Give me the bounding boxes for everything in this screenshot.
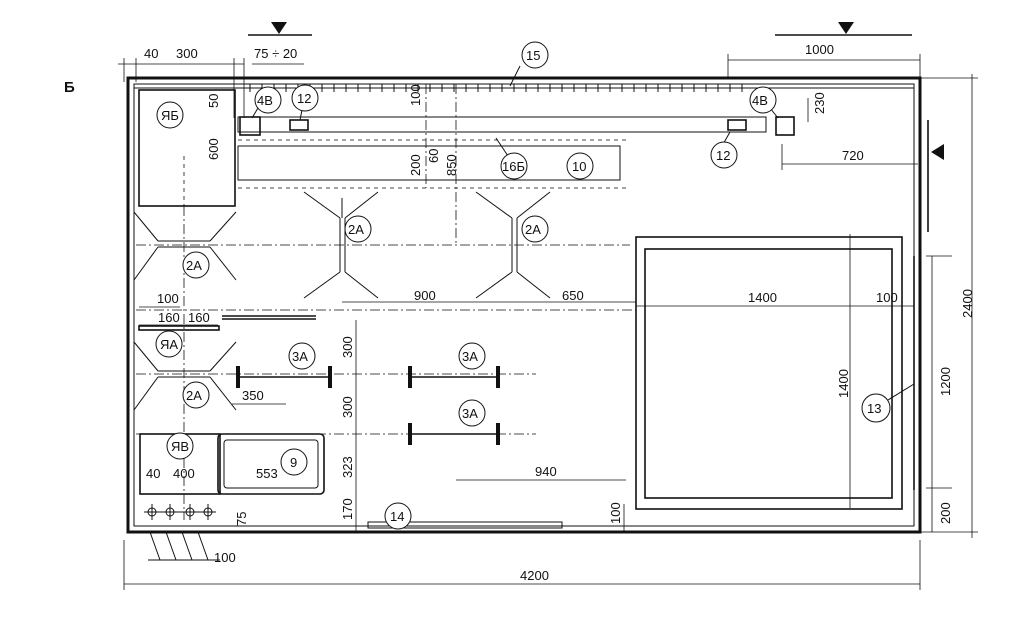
label-2a-3: 2А bbox=[186, 258, 202, 273]
callout-16b: 16Б bbox=[495, 137, 528, 180]
section-marker-top-right bbox=[775, 22, 912, 36]
table-9-outer bbox=[217, 433, 325, 495]
dim-100-bot: 100 bbox=[608, 502, 623, 524]
rack-yab bbox=[138, 89, 236, 207]
label-13: 13 bbox=[867, 401, 881, 416]
inner-wall-line bbox=[133, 83, 915, 527]
dim-100-top: 100 bbox=[408, 84, 423, 106]
fixture-12-right bbox=[727, 119, 747, 131]
stand-3a-2 bbox=[408, 366, 500, 388]
dim-650: 650 bbox=[562, 288, 584, 303]
light-track-lower bbox=[237, 145, 621, 181]
dim-323: 323 bbox=[340, 456, 355, 478]
callout-12-left: 12 bbox=[291, 84, 319, 121]
dim-553: 553 bbox=[256, 466, 278, 481]
stand-3a-1 bbox=[236, 366, 332, 388]
dim-75: 75 bbox=[234, 512, 249, 526]
callout-4v-right: 4В bbox=[749, 86, 779, 119]
dim-60: 60 bbox=[426, 149, 441, 163]
section-marker-top-left bbox=[248, 22, 312, 36]
label-2a-2: 2А bbox=[525, 222, 541, 237]
label-2a-1: 2А bbox=[348, 222, 364, 237]
label-2a-4: 2А bbox=[186, 388, 202, 403]
svg-text:15: 15 bbox=[526, 48, 540, 63]
label-3a-3: 3А bbox=[462, 406, 478, 421]
svg-text:12: 12 bbox=[297, 91, 311, 106]
backdrop-inner bbox=[644, 248, 893, 499]
dim-1200: 1200 bbox=[938, 367, 953, 396]
outer-wall bbox=[126, 76, 922, 534]
svg-text:4В: 4В bbox=[257, 93, 273, 108]
section-marker-right bbox=[927, 120, 944, 232]
dim-200-r: 200 bbox=[938, 502, 953, 524]
label-9: 9 bbox=[290, 455, 297, 470]
dim-720: 720 bbox=[842, 148, 864, 163]
socket-row bbox=[144, 504, 220, 561]
dim-850: 850 bbox=[444, 154, 459, 176]
dim-top-1000: 1000 bbox=[805, 42, 834, 57]
svg-text:12: 12 bbox=[716, 148, 730, 163]
dim-40-b: 40 bbox=[146, 466, 160, 481]
dim-400: 400 bbox=[173, 466, 195, 481]
dim-300-b: 300 bbox=[340, 396, 355, 418]
dim-100-b2: 100 bbox=[214, 550, 236, 565]
tripod-2a-4 bbox=[133, 341, 237, 411]
floor-rail-14 bbox=[367, 521, 563, 529]
label-3a-2: 3А bbox=[462, 349, 478, 364]
tripod-2a-3 bbox=[133, 211, 237, 281]
callout-15: 15 bbox=[509, 41, 549, 87]
svg-text:10: 10 bbox=[572, 159, 586, 174]
svg-text:16Б: 16Б bbox=[502, 159, 525, 174]
dim-230: 230 bbox=[812, 92, 827, 114]
fixture-12-left bbox=[289, 119, 309, 131]
dim-350: 350 bbox=[242, 388, 264, 403]
spotlight-4v-right bbox=[775, 116, 795, 136]
dim-1400-h: 1400 bbox=[748, 290, 777, 305]
dim-300-a: 300 bbox=[340, 336, 355, 358]
stand-3a-3 bbox=[408, 423, 500, 445]
callout-12-right: 12 bbox=[710, 131, 738, 169]
dim-4200: 4200 bbox=[520, 568, 549, 583]
label-14: 14 bbox=[390, 509, 404, 524]
callout-4v-left: 4В bbox=[251, 86, 282, 119]
dim-top-75-20: 75 ÷ 20 bbox=[254, 46, 297, 61]
dim-160-b: 160 bbox=[188, 310, 210, 325]
dim-top-300: 300 bbox=[176, 46, 198, 61]
dim-160-a: 160 bbox=[158, 310, 180, 325]
backdrop-outer bbox=[635, 236, 903, 510]
dim-top-40: 40 bbox=[144, 46, 158, 61]
dim-200: 200 bbox=[408, 154, 423, 176]
section-letter: Б bbox=[64, 79, 75, 96]
callout-10: 10 bbox=[566, 152, 594, 180]
dim-100-r: 100 bbox=[876, 290, 898, 305]
cable-run bbox=[222, 315, 316, 320]
label-yab: ЯБ bbox=[161, 108, 179, 123]
dim-50: 50 bbox=[206, 94, 221, 108]
label-ya: ЯА bbox=[160, 337, 178, 352]
label-yav: ЯВ bbox=[171, 439, 189, 454]
dim-2400: 2400 bbox=[960, 289, 975, 318]
dim-600: 600 bbox=[206, 138, 221, 160]
light-track-16b bbox=[237, 116, 767, 133]
table-9-inner bbox=[223, 439, 319, 489]
dim-1400-v: 1400 bbox=[836, 369, 851, 398]
dim-940: 940 bbox=[535, 464, 557, 479]
rack-ya bbox=[138, 325, 220, 331]
dim-100-l: 100 bbox=[157, 291, 179, 306]
tripod-2a-2 bbox=[475, 191, 551, 299]
dim-900: 900 bbox=[414, 288, 436, 303]
top-dimensions bbox=[118, 54, 921, 118]
dim-170: 170 bbox=[340, 498, 355, 520]
label-3a-1: 3А bbox=[292, 349, 308, 364]
svg-text:4В: 4В bbox=[752, 93, 768, 108]
spotlight-4v-left bbox=[239, 116, 261, 136]
